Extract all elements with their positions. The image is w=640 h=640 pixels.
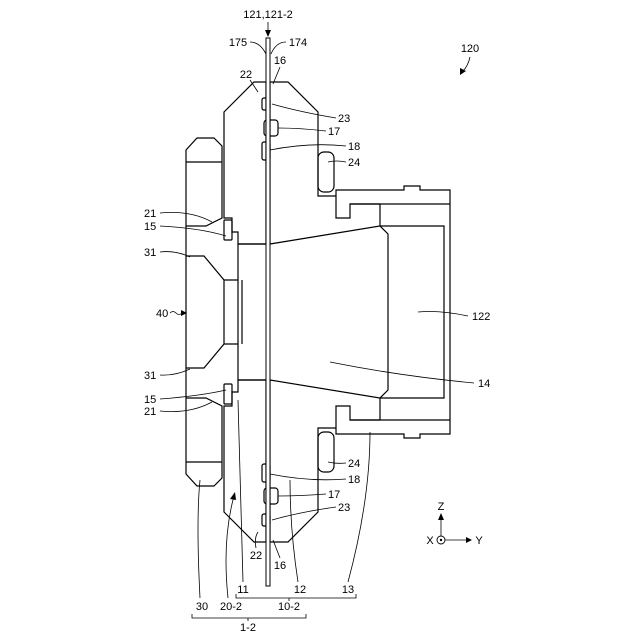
label-12: 12 xyxy=(294,584,306,596)
label-31-bottom: 31 xyxy=(144,370,156,382)
label-15-bottom: 15 xyxy=(144,394,156,406)
label-30: 30 xyxy=(196,601,208,613)
label-18-top: 18 xyxy=(348,141,360,153)
label-17-top: 17 xyxy=(328,126,340,138)
label-21-top: 21 xyxy=(144,208,156,220)
label-15-top: 15 xyxy=(144,221,156,233)
label-174: 174 xyxy=(289,37,307,49)
label-1-2: 1-2 xyxy=(240,622,256,634)
label-24-bottom: 24 xyxy=(348,458,360,470)
label-120: 120 xyxy=(461,43,479,55)
label-14: 14 xyxy=(478,378,490,390)
label-175: 175 xyxy=(229,37,247,49)
label-10-2: 10-2 xyxy=(278,601,300,613)
plate-121 xyxy=(266,38,270,586)
x-axis-dot xyxy=(440,539,442,541)
label-11: 11 xyxy=(237,584,248,596)
label-17-bottom: 17 xyxy=(328,489,340,501)
label-40: 40 xyxy=(156,308,168,320)
label-22-bottom: 22 xyxy=(250,550,262,562)
label-122: 122 xyxy=(472,311,490,323)
label-18-bottom: 18 xyxy=(348,474,360,486)
label-23-bottom: 23 xyxy=(338,502,350,514)
label-121: 121,121-2 xyxy=(243,9,293,21)
label-24-top: 24 xyxy=(348,157,360,169)
label-16-top: 16 xyxy=(274,55,286,67)
axis-label-z: Z xyxy=(438,501,445,513)
label-13: 13 xyxy=(342,584,354,596)
axis-label-x: X xyxy=(426,535,434,547)
label-23-top: 23 xyxy=(338,113,350,125)
label-16-bottom: 16 xyxy=(274,560,286,572)
label-31-top: 31 xyxy=(144,247,156,259)
label-21-bottom: 21 xyxy=(144,406,156,418)
label-20-2: 20-2 xyxy=(220,601,242,613)
label-22-top: 22 xyxy=(240,69,252,81)
axis-label-y: Y xyxy=(475,535,483,547)
